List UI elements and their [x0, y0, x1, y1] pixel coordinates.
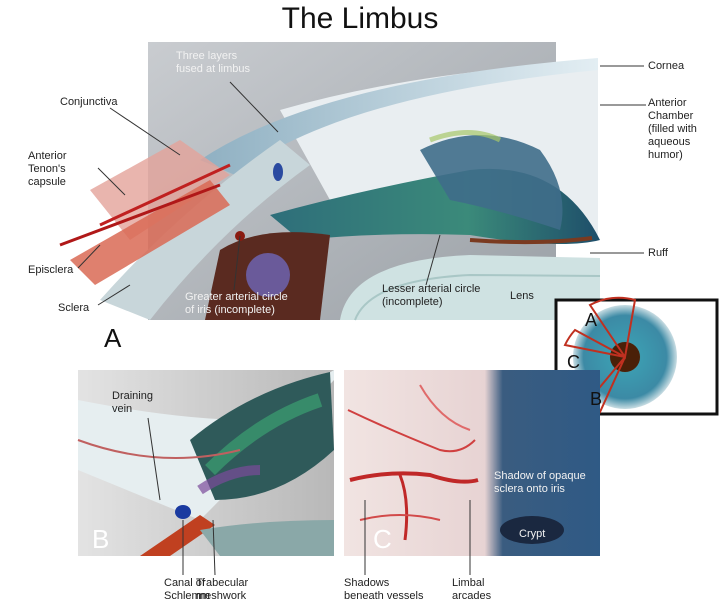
label-episclera: Episclera	[28, 264, 74, 276]
label-draining-vein: Draining vein	[112, 390, 153, 415]
label-cornea: Cornea	[648, 60, 685, 72]
label-conjunctiva: Conjunctiva	[60, 96, 118, 108]
label-three-layers: Three layers fused at limbus	[176, 50, 250, 75]
label-limbal-arcades: Limbal arcades	[452, 577, 492, 602]
label-shadows-beneath-vessels: Shadows beneath vessels	[344, 577, 424, 602]
inset-letter-c: C	[567, 352, 580, 372]
label-ruff: Ruff	[648, 247, 668, 259]
label-greater-arterial-circle: Greater arterial circle of iris (incompl…	[185, 291, 288, 316]
panel-b-art	[77, 370, 334, 556]
page-title: The Limbus	[281, 2, 439, 35]
label-lesser-arterial-circle: Lesser arterial circle (incomplete)	[382, 283, 481, 308]
panel-b-letter: B	[92, 524, 110, 554]
inset-letter-a: A	[585, 310, 598, 330]
label-lens: Lens	[510, 290, 534, 302]
label-sclera: Sclera	[58, 302, 90, 314]
label-anterior-chamber: Anterior Chamber (filled with aqueous hu…	[648, 97, 697, 161]
panel-a-letter: A	[104, 323, 122, 353]
label-crypt: Crypt	[519, 528, 546, 540]
inset-letter-b: B	[590, 389, 603, 409]
panel-a-art	[59, 42, 601, 321]
label-trabecular-meshwork: Trabecular meshwork	[196, 577, 249, 602]
label-canal-of-schlemm: Canal of Schlemm	[164, 577, 210, 602]
label-tenons-capsule: Anterior Tenon's capsule	[28, 150, 67, 188]
panel-c-letter: C	[373, 524, 392, 554]
label-shadow-of-sclera: Shadow of opaque sclera onto iris	[494, 470, 586, 495]
panel-c-art	[344, 370, 600, 556]
leader-lines	[77, 65, 646, 576]
